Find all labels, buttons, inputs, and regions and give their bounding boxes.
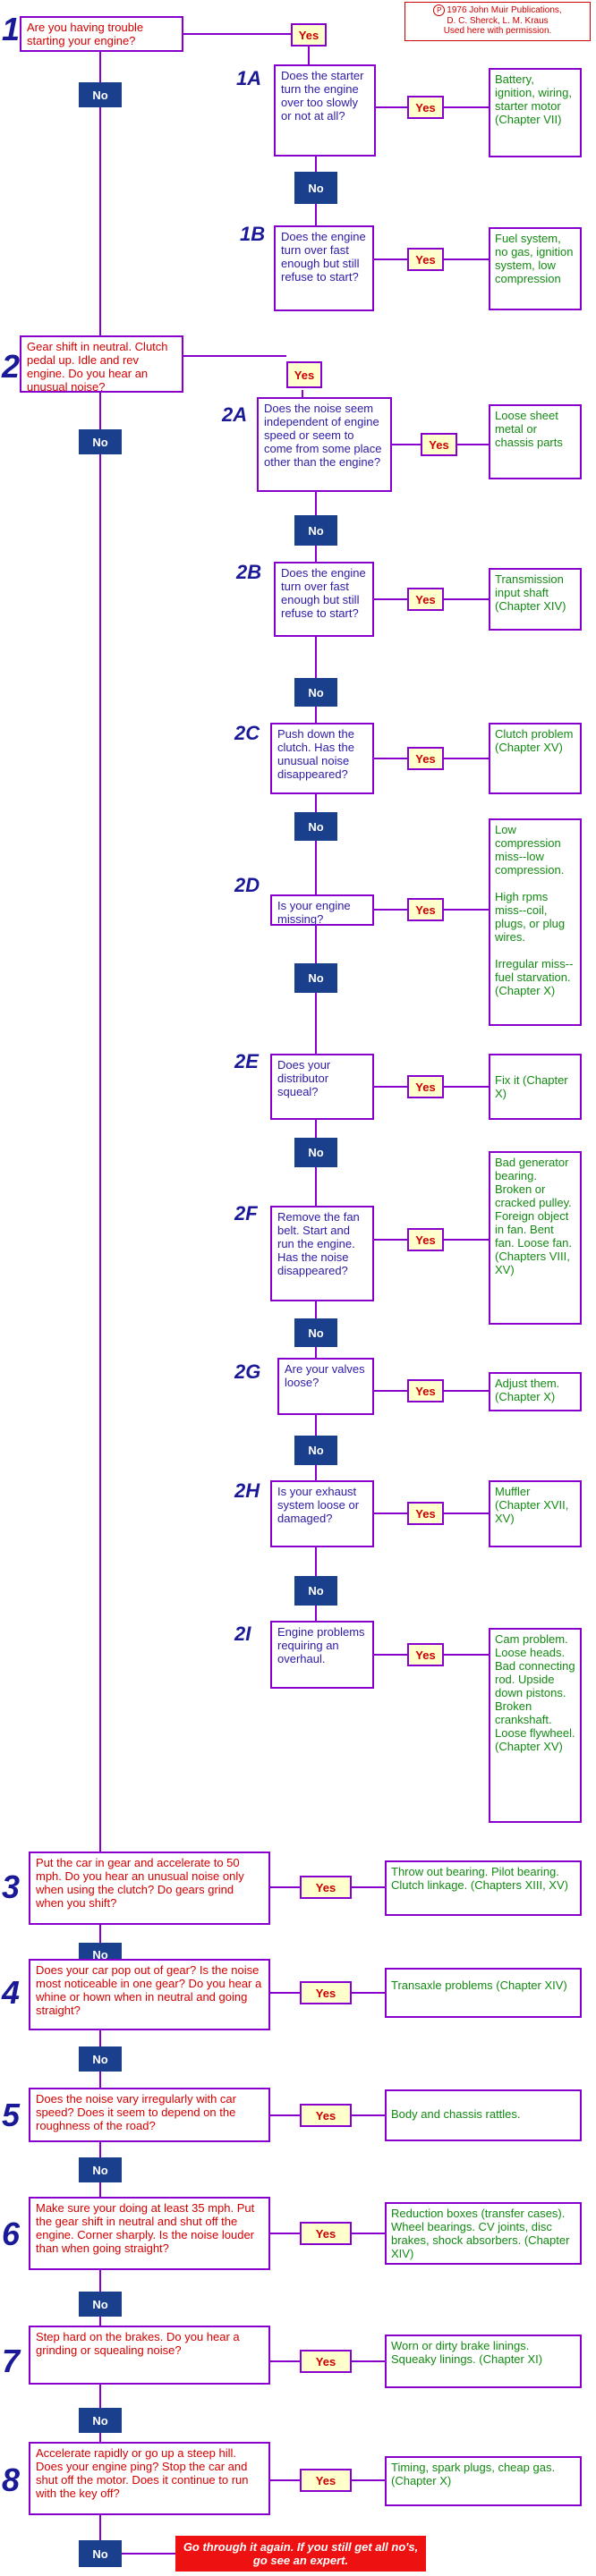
sub-question-box: Does the noise seem independent of engin…: [257, 397, 392, 492]
answer-box: Body and chassis rattles.: [385, 2089, 582, 2141]
answer-box: Reduction boxes (transfer cases). Wheel …: [385, 2202, 582, 2265]
sub-step-number: 2E: [234, 1050, 259, 1072]
no-badge: No: [294, 1576, 337, 1606]
question-box: Accelerate rapidly or go up a steep hill…: [29, 2442, 270, 2515]
yes-badge: Yes: [407, 1075, 444, 1098]
no-badge: No: [294, 678, 337, 707]
publisher-logo-icon: P: [433, 4, 446, 16]
no-badge: No: [79, 2408, 122, 2433]
step-number: 2: [2, 348, 21, 385]
question-box: Does your car pop out of gear? Is the no…: [29, 1959, 270, 2030]
no-badge: No: [79, 2540, 122, 2567]
no-badge: No: [79, 2292, 122, 2317]
answer-box: Fuel system, no gas, ignition system, lo…: [489, 227, 582, 310]
yes-badge: Yes: [407, 1643, 444, 1666]
answer-box: Cam problem. Loose heads. Bad connecting…: [489, 1628, 582, 1823]
answer-box: Transmission input shaft (Chapter XIV): [489, 568, 582, 631]
yes-badge: Yes: [300, 2350, 352, 2373]
sub-question-box: Remove the fan belt. Start and run the e…: [270, 1206, 374, 1301]
step-number: 5: [2, 2097, 21, 2133]
no-badge: No: [79, 2157, 122, 2182]
answer-box: Adjust them. (Chapter X): [489, 1372, 582, 1411]
answer-box: Throw out bearing. Pilot bearing. Clutch…: [385, 1860, 582, 1916]
answer-box: Fix it (Chapter X): [489, 1054, 582, 1120]
sub-question-box: Is your engine missing?: [270, 894, 374, 926]
answer-box: Battery, ignition, wiring, starter motor…: [489, 68, 582, 157]
final-advice-banner: Go through it again. If you still get al…: [175, 2536, 426, 2572]
no-badge: No: [294, 963, 337, 993]
yes-badge: Yes: [407, 898, 444, 921]
no-badge: No: [294, 812, 337, 841]
sub-question-box: Does the engine turn over fast enough bu…: [274, 225, 374, 311]
yes-badge: Yes: [300, 2222, 352, 2245]
step-number: 7: [2, 2343, 21, 2379]
copyright-line-2: D. C. Sherck, L. M. Kraus: [447, 16, 549, 26]
yes-badge: Yes: [300, 2104, 352, 2127]
sub-step-number: 2B: [236, 561, 262, 583]
sub-question-box: Engine problems requiring an overhaul.: [270, 1621, 374, 1689]
yes-badge: Yes: [407, 747, 444, 770]
yes-badge: Yes: [407, 248, 444, 271]
yes-badge: Yes: [300, 1981, 352, 2004]
step-number: 3: [2, 1868, 21, 1905]
sub-step-number: 2H: [234, 1479, 260, 1502]
answer-box: Muffler (Chapter XVII, XV): [489, 1480, 582, 1547]
sub-step-number: 2C: [234, 722, 260, 744]
answer-box: Timing, spark plugs, cheap gas. (Chapter…: [385, 2456, 582, 2506]
yes-badge: Yes: [407, 588, 444, 611]
answer-box: Clutch problem (Chapter XV): [489, 723, 582, 794]
yes-badge: Yes: [421, 433, 457, 456]
sub-question-box: Push down the clutch. Has the unusual no…: [270, 723, 374, 794]
step-number: 1: [2, 11, 21, 47]
yes-badge: Yes: [407, 96, 444, 119]
step-number: 4: [2, 1974, 21, 2011]
no-badge: No: [294, 515, 337, 546]
sub-question-box: Is your exhaust system loose or damaged?: [270, 1480, 374, 1547]
no-badge: No: [294, 1318, 337, 1347]
answer-box: Bad generator bearing. Broken or cracked…: [489, 1151, 582, 1325]
answer-box: Transaxle problems (Chapter XIV): [385, 1968, 582, 2018]
yes-badge: Yes: [407, 1379, 444, 1402]
no-badge: No: [294, 172, 337, 204]
question-box: Are you having trouble starting your eng…: [20, 16, 183, 52]
answer-box: Low compression miss--low compression. H…: [489, 818, 582, 1026]
copyright-line-3: Used here with permission.: [443, 26, 552, 36]
step-number: 6: [2, 2216, 21, 2252]
question-box: Step hard on the brakes. Do you hear a g…: [29, 2326, 270, 2385]
sub-question-box: Does your distributor squeal?: [270, 1054, 374, 1120]
answer-box: Loose sheet metal or chassis parts: [489, 404, 582, 479]
yes-badge: Yes: [300, 1876, 352, 1899]
copyright-line-1: 1976 John Muir Publications,: [447, 5, 562, 15]
no-badge: No: [79, 82, 122, 107]
no-badge: No: [79, 429, 122, 454]
sub-question-box: Does the engine turn over fast enough bu…: [274, 562, 374, 637]
yes-badge: Yes: [407, 1228, 444, 1251]
sub-step-number: 2F: [234, 1202, 258, 1224]
sub-step-number: 2I: [234, 1623, 251, 1645]
sub-question-box: Does the starter turn the engine over to…: [274, 64, 376, 157]
sub-question-box: Are your valves loose?: [277, 1358, 374, 1415]
yes-badge: Yes: [407, 1502, 444, 1525]
question-box: Put the car in gear and accelerate to 50…: [29, 1852, 270, 1925]
no-badge: No: [294, 1436, 337, 1465]
sub-step-number: 2G: [234, 1360, 261, 1383]
sub-step-number: 2D: [234, 874, 260, 896]
question-box: Make sure your doing at least 35 mph. Pu…: [29, 2197, 270, 2270]
no-badge: No: [79, 2046, 122, 2072]
sub-step-number: 1B: [240, 223, 266, 245]
sub-step-number: 1A: [236, 67, 262, 89]
no-badge: No: [294, 1138, 337, 1167]
yes-badge: Yes: [286, 361, 322, 388]
yes-badge: Yes: [300, 2469, 352, 2492]
yes-badge: Yes: [291, 23, 327, 47]
answer-box: Worn or dirty brake linings. Squeaky lin…: [385, 2334, 582, 2388]
sub-step-number: 2A: [222, 403, 248, 426]
question-box: Does the noise vary irregularly with car…: [29, 2088, 270, 2142]
question-box: Gear shift in neutral. Clutch pedal up. …: [20, 335, 183, 394]
step-number: 8: [2, 2462, 21, 2498]
